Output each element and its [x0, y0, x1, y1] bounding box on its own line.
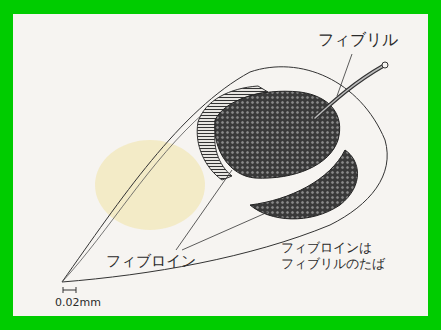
- inner-edge: [62, 112, 205, 282]
- leader-line: [337, 54, 352, 96]
- scale-tick: [76, 287, 77, 293]
- fibroin-section: [250, 150, 358, 219]
- leader-line: [176, 170, 232, 250]
- scale-bar: [63, 290, 76, 291]
- note-text: フィブロインは フィブリルのたば: [281, 240, 389, 271]
- fibril-strand: [315, 66, 383, 118]
- scale-tick: [63, 287, 64, 293]
- fibril-highlight: [315, 66, 383, 118]
- part-label: フィブロイン: [106, 252, 196, 271]
- fibroin-section: [215, 91, 340, 178]
- yellow-tint: [95, 140, 205, 230]
- dimension-label: 0.02mm: [55, 296, 101, 310]
- leader-line: [182, 212, 268, 250]
- part-label: フィブリル: [318, 30, 398, 50]
- fibril-end: [382, 62, 388, 68]
